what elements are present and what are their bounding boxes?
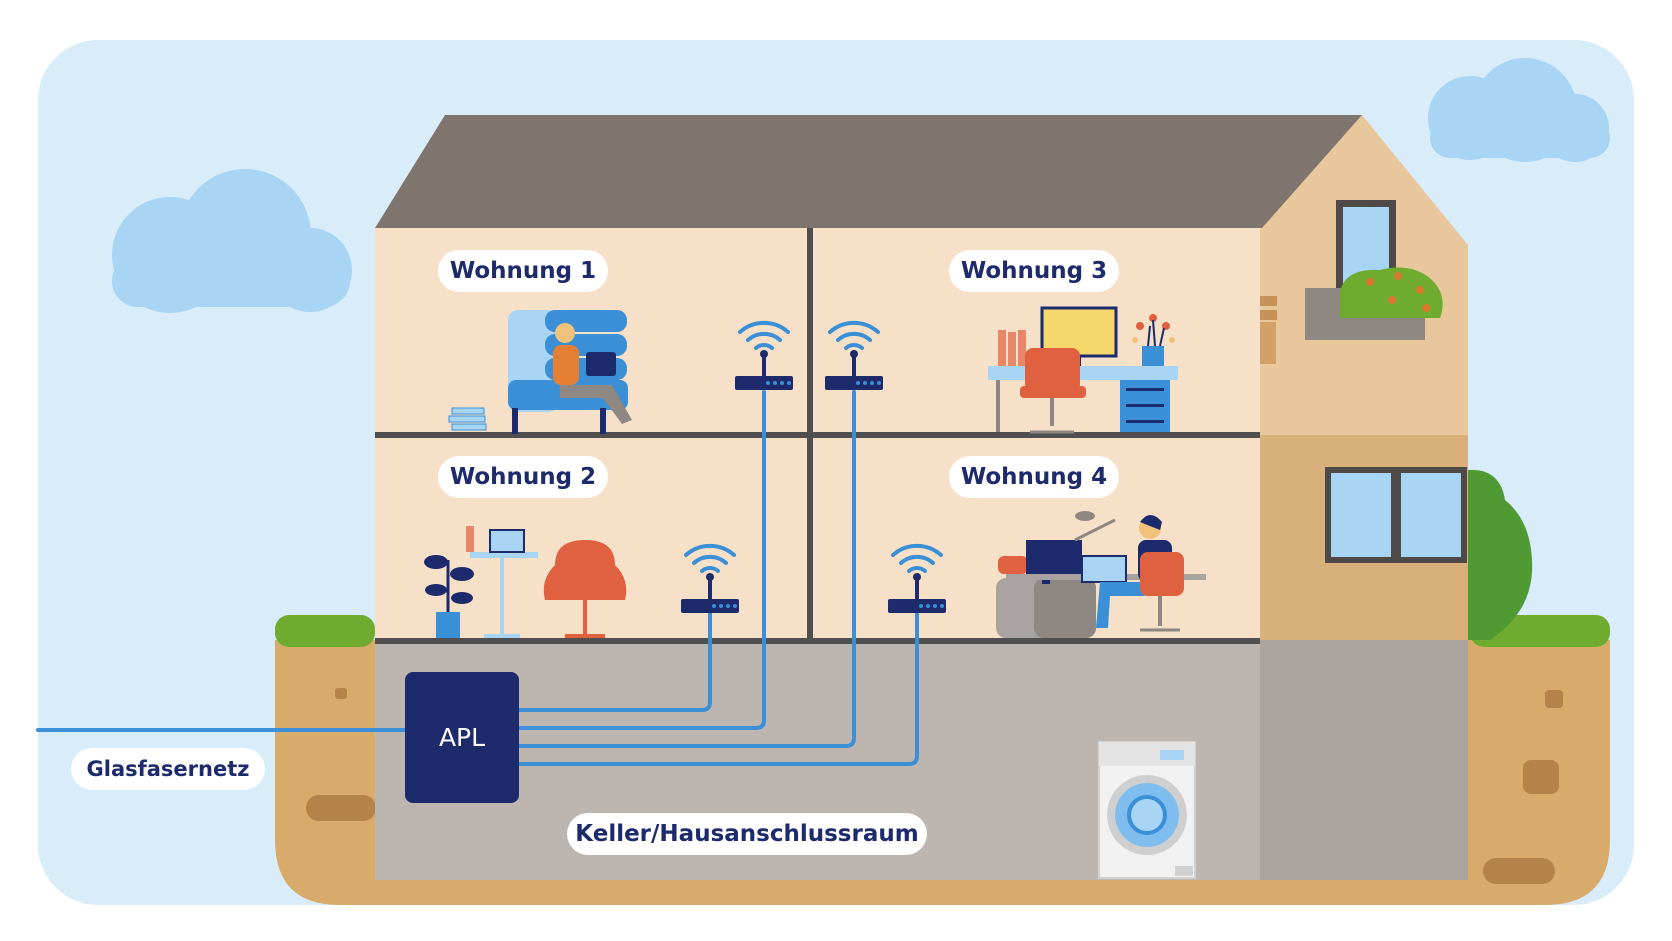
balcony-plants (1340, 267, 1443, 318)
books (448, 407, 487, 431)
label-wohnung-4: Wohnung 4 (949, 456, 1119, 498)
person-icon (553, 323, 632, 424)
plant-icon (424, 555, 474, 638)
roof (375, 115, 1362, 228)
washing-machine-icon (1098, 741, 1196, 879)
apl-box: APL (405, 672, 519, 803)
cloud-icon (1428, 58, 1610, 162)
side-table (466, 526, 538, 638)
wifi-router-icon (681, 543, 739, 613)
plant-icon (1132, 314, 1175, 366)
label-keller: Keller/Hausanschlussraum (567, 813, 927, 855)
apl-label: APL (438, 723, 486, 752)
window-glass (1331, 473, 1391, 557)
soil-stones (306, 688, 1563, 884)
armchair-icon (543, 540, 627, 638)
side-basement (1260, 640, 1468, 880)
floor-line-2 (375, 638, 1260, 644)
fiber-lines (36, 390, 919, 766)
grass-left (275, 615, 375, 647)
tree (1468, 469, 1533, 640)
label-wohnung-1: Wohnung 1 (438, 250, 608, 292)
wifi-router-icon (888, 543, 946, 613)
divider-wall (807, 228, 813, 640)
floor-line-1 (375, 432, 1260, 438)
flowers (1366, 272, 1430, 312)
cloud-icon (112, 169, 352, 313)
person-icon (1081, 515, 1184, 632)
wifi-router-icon (825, 320, 883, 390)
desk-icon (988, 306, 1178, 434)
wifi-router-icon (735, 320, 793, 390)
label-wohnung-2: Wohnung 2 (438, 456, 608, 498)
label-wohnung-3: Wohnung 3 (949, 250, 1119, 292)
label-glasfasernetz: Glasfasernetz (71, 748, 265, 790)
window-glass (1401, 473, 1461, 557)
